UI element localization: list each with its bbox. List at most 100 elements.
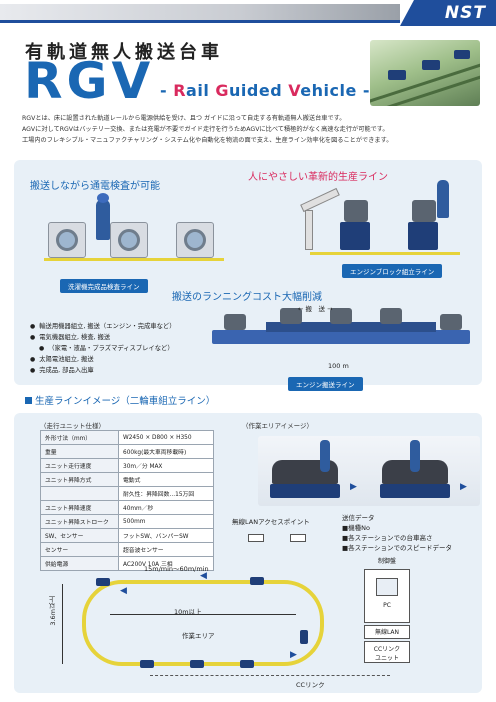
- use-item: 輸送用機器組立, 搬送（エンジン・完成車など）: [30, 321, 175, 332]
- engine-block-line-label: エンジンブロック組立ライン: [342, 264, 443, 278]
- title-japanese: 有軌道無人搬送台車: [25, 42, 223, 63]
- pc-label: PC: [383, 602, 391, 609]
- cc-unit-box: CCリンク ユニット: [364, 641, 410, 663]
- cc-link-label: CCリンク: [296, 681, 325, 689]
- wireless-lan-box: 無線LAN: [364, 625, 410, 639]
- distance-label: 100 m: [328, 362, 349, 370]
- washer-machine: [110, 222, 148, 258]
- top-stripe: [0, 4, 400, 20]
- engine-cart: [408, 222, 438, 250]
- washer-line-label: 洗濯機完成品検査ライン: [60, 279, 148, 293]
- engine-on-cart: [380, 308, 402, 324]
- use-list: 輸送用機器組立, 搬送（エンジン・完成車など） 電気機器組立, 検査, 搬送 （…: [30, 321, 176, 376]
- track-cart: [96, 578, 110, 586]
- intro-line: 工場内のフレキシブル・マニュファクチャリング・システム化や自動化を物流の面で支え…: [22, 137, 393, 144]
- work-cart: [270, 484, 340, 498]
- work-caption: （作業エリアイメージ）: [242, 422, 314, 430]
- worker-figure: [437, 180, 449, 218]
- engine-on-cart: [330, 308, 352, 324]
- hero-cart: [388, 70, 406, 80]
- work-area-label: 作業エリア: [182, 632, 215, 640]
- robot-arm-base: [305, 210, 313, 250]
- engine-on-cart: [280, 308, 302, 324]
- worker-figure: [96, 200, 110, 240]
- engine-transport-line-label: エンジン搬送ライン: [288, 377, 363, 391]
- width-label: 3.6m以上: [49, 596, 57, 626]
- table-row: 耐久性：昇降回数…15万回: [40, 486, 214, 501]
- top-accent-line: [0, 20, 400, 23]
- loop-track: [82, 580, 324, 666]
- send-data-item: ■各ステーションでのスピードデータ: [342, 544, 453, 552]
- length-label: 10m以上: [174, 608, 202, 616]
- control-panel: PC: [364, 569, 410, 623]
- title-rgv: RGV: [24, 52, 155, 110]
- worker-figure: [410, 440, 420, 472]
- section-title: 生産ラインイメージ（二輪車組立ライン）: [25, 393, 215, 407]
- washer-machine: [48, 222, 86, 258]
- intro-text: RGVとは、床に設置された軌道レールから電源供給を受け、且つ ガイドに沿って自走…: [22, 113, 482, 146]
- section-square-icon: [25, 397, 32, 404]
- flow-arrow-icon: ▶: [350, 482, 357, 492]
- track-cart: [240, 660, 254, 668]
- feature-human: 人にやさしい革新的生産ライン: [248, 172, 388, 183]
- lan-point-label: 無線LANアクセスポイント: [232, 518, 310, 526]
- transport-unit: [266, 322, 436, 332]
- direction-arrow-icon: ◀: [120, 586, 127, 596]
- engine-on-cart: [440, 314, 462, 330]
- company-logo: NST: [400, 0, 496, 26]
- intro-line: AGVに対してRGVはバッテリー交換、または充電が不要でガイド走行を行うためAG…: [22, 126, 389, 133]
- track-cart: [300, 630, 308, 644]
- hero-rail: [370, 70, 480, 106]
- send-data-item: ■各ステーションでの台車高さ: [342, 534, 433, 542]
- engine-block-rail: [310, 252, 460, 255]
- use-item-sub: （家電・液晶・プラズマディスプレイなど）: [30, 343, 176, 354]
- cc-unit-line: CCリンク: [373, 646, 401, 653]
- washer-rail: [44, 258, 224, 261]
- worker-helmet: [97, 193, 109, 203]
- engine-on-cart: [224, 314, 246, 330]
- send-data-title: 送信データ: [342, 514, 375, 522]
- cc-link-line: [150, 675, 390, 676]
- engine-block: [412, 200, 436, 222]
- table-row: センサー超音波センサー: [40, 542, 214, 557]
- hero-photo: [370, 40, 480, 106]
- track-cart: [250, 577, 264, 585]
- control-panel-label: 制御盤: [377, 558, 396, 565]
- title-subtitle: - Rail Guided Vehicle -: [160, 81, 371, 100]
- use-item: 完成品, 部品入出庫: [30, 365, 176, 376]
- direction-arrow-icon: ◀: [200, 571, 207, 581]
- track-cart: [190, 660, 204, 668]
- access-point-icon: [290, 534, 306, 542]
- transport-conveyor: [212, 330, 470, 344]
- width-dimension-line: [62, 584, 63, 664]
- cc-unit-line: ユニット: [374, 655, 399, 662]
- engine-cart: [340, 222, 370, 250]
- length-dimension-line: [110, 614, 296, 615]
- work-cart: [380, 484, 450, 498]
- pc-monitor-icon: [376, 578, 398, 596]
- use-item: 電気機器組立, 検査, 搬送: [30, 332, 176, 343]
- intro-line: RGVとは、床に設置された軌道レールから電源供給を受け、且つ ガイドに沿って自走…: [22, 115, 346, 122]
- spec-caption: （走行ユニット仕様）: [40, 422, 105, 430]
- send-data-item: ■機種No: [342, 524, 370, 532]
- engine-block: [344, 200, 368, 222]
- logo-text: NST: [444, 3, 486, 23]
- flow-arrow-icon: ▶: [460, 482, 467, 492]
- table-row: SW、センサーフットSW、バンパーSW: [40, 528, 214, 543]
- table-row: ユニット昇降方式電動式: [40, 472, 214, 487]
- transport-arrow-label: ← 搬 送 →: [298, 305, 333, 313]
- hero-cart: [422, 60, 440, 70]
- speed-label: 15m/min～60m/min: [144, 565, 209, 573]
- washer-machine: [176, 222, 214, 258]
- use-item: 太陽電池組立, 搬送: [30, 354, 176, 365]
- access-point-icon: [248, 534, 264, 542]
- feature-cost: 搬送のランニングコスト大幅削減: [172, 292, 322, 303]
- track-cart: [140, 660, 154, 668]
- worker-figure: [320, 440, 330, 472]
